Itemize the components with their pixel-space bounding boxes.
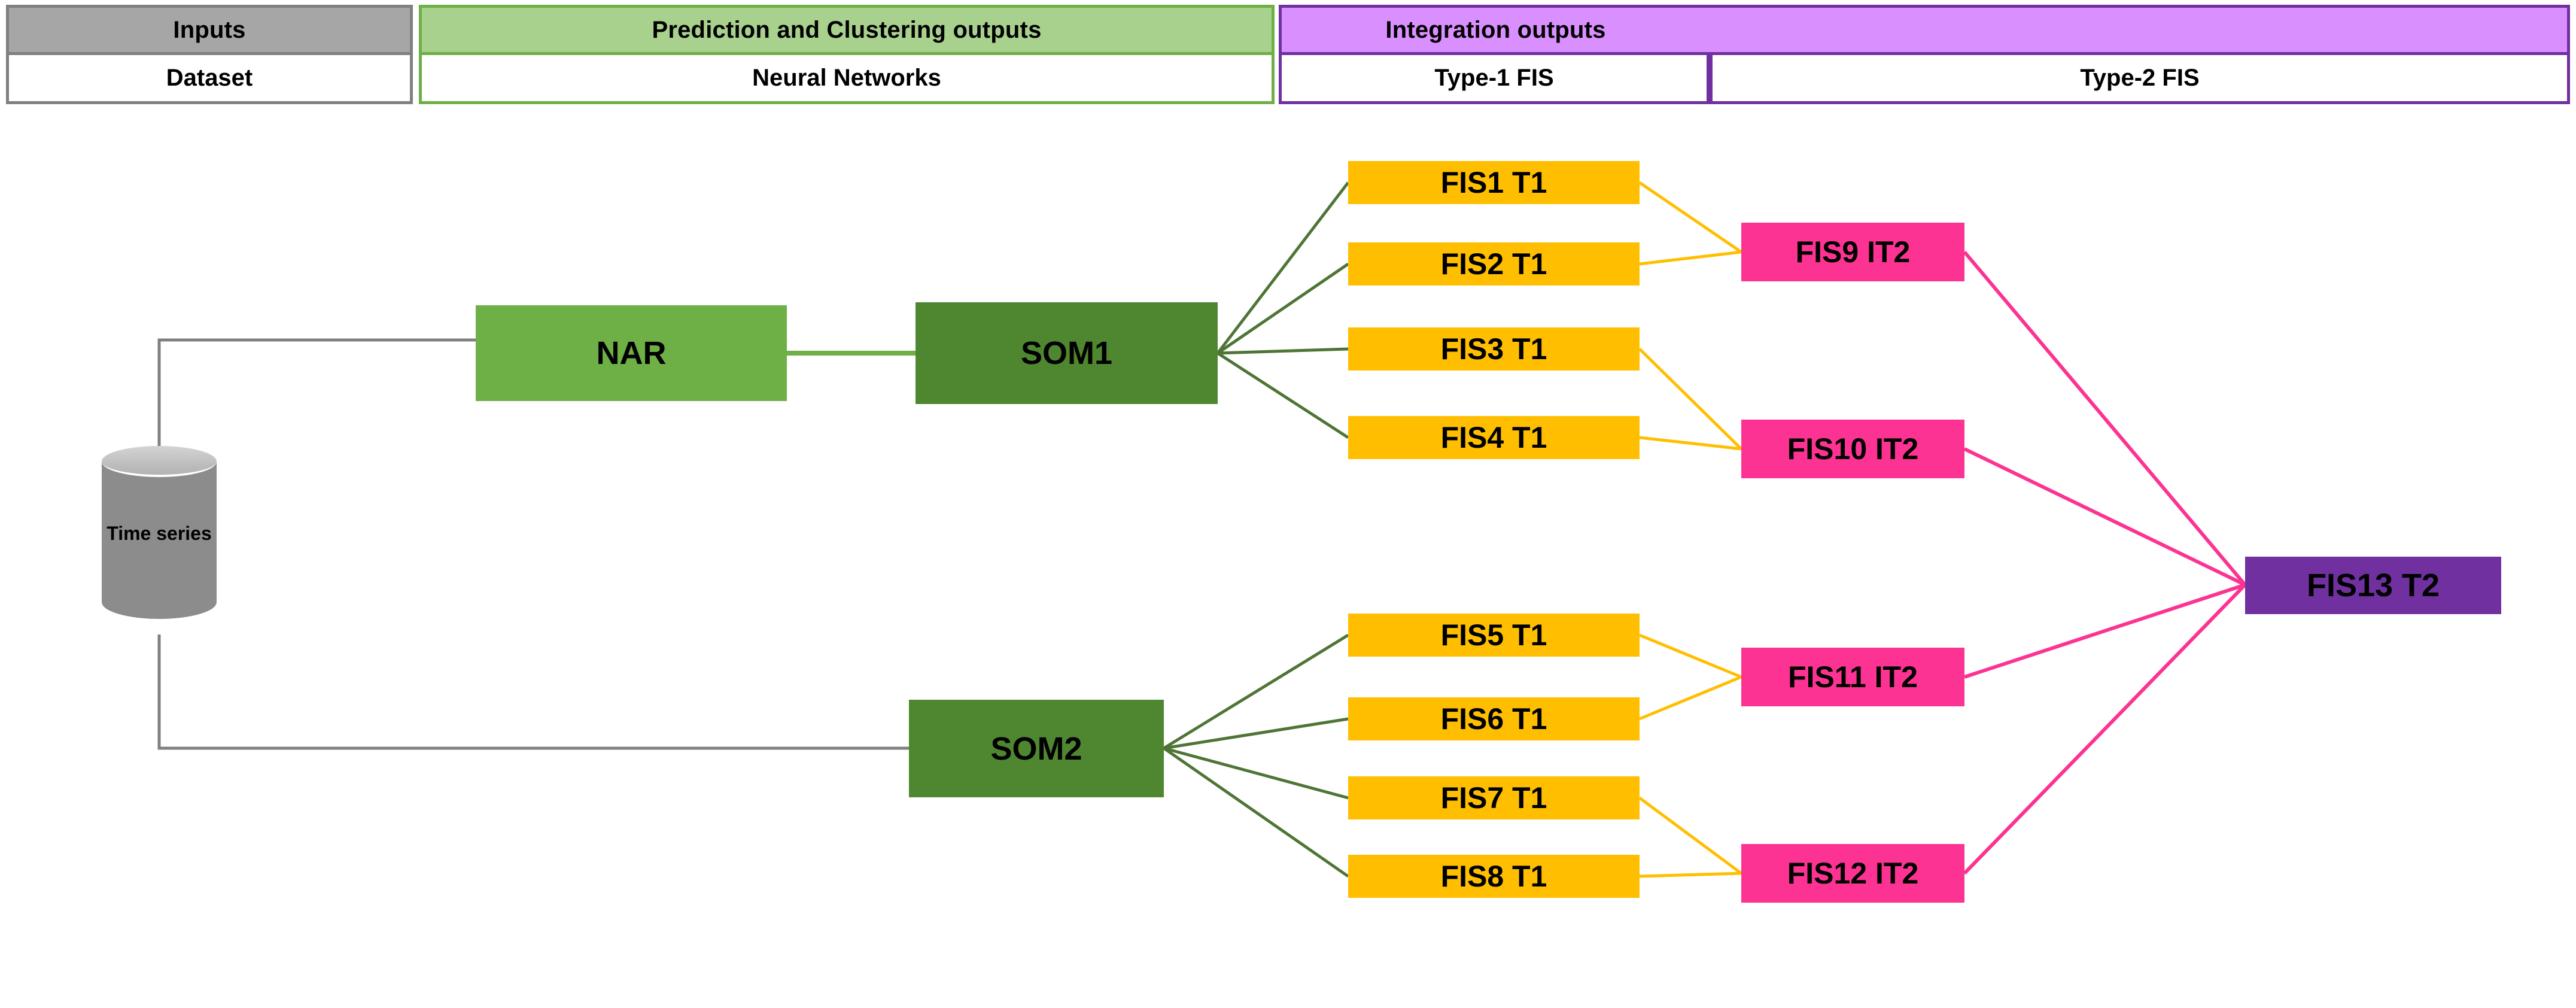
- node-fis10-it2-label: FIS10 IT2: [1787, 432, 1919, 466]
- node-fis7-t1-label: FIS7 T1: [1440, 781, 1547, 815]
- wire-dataset-to-nar: [157, 338, 476, 446]
- node-nar-label: NAR: [596, 335, 667, 371]
- node-fis3-t1-label: FIS3 T1: [1440, 332, 1547, 366]
- header-sub-neural-networks: Neural Networks: [419, 55, 1275, 104]
- node-fis7-t1[interactable]: FIS7 T1: [1348, 776, 1640, 819]
- node-fis3-t1[interactable]: FIS3 T1: [1348, 327, 1640, 371]
- node-fis8-t1[interactable]: FIS8 T1: [1348, 855, 1640, 898]
- header-group-inputs: Inputs: [6, 5, 413, 55]
- node-fis2-t1[interactable]: FIS2 T1: [1348, 242, 1640, 286]
- node-fis12-it2[interactable]: FIS12 IT2: [1741, 844, 1964, 903]
- header-column-inputs: Inputs Dataset: [6, 5, 413, 104]
- dataset-label: Time series: [107, 523, 212, 544]
- node-som1[interactable]: SOM1: [916, 302, 1218, 404]
- node-fis11-it2[interactable]: FIS11 IT2: [1741, 648, 1964, 706]
- header-group-integration-outputs-continued: [1710, 5, 2570, 55]
- header-column-neural-networks: Prediction and Clustering outputs Neural…: [419, 5, 1275, 104]
- cylinder-body: [102, 462, 217, 619]
- node-fis13-t2[interactable]: FIS13 T2: [2245, 557, 2501, 614]
- header-sub-dataset: Dataset: [6, 55, 413, 104]
- wire-som1-to-t1: [1216, 181, 1349, 439]
- header-column-type1-fis: Integration outputs Type-1 FIS: [1279, 5, 1710, 104]
- node-fis13-t2-label: FIS13 T2: [2306, 567, 2440, 603]
- node-fis8-t1-label: FIS8 T1: [1440, 860, 1547, 893]
- node-fis12-it2-label: FIS12 IT2: [1787, 857, 1919, 890]
- node-fis9-it2-label: FIS9 IT2: [1795, 235, 1911, 269]
- node-som1-label: SOM1: [1020, 335, 1113, 371]
- dataset-cylinder: Time series: [102, 446, 217, 634]
- node-fis4-t1-label: FIS4 T1: [1440, 421, 1547, 454]
- node-fis5-t1-label: FIS5 T1: [1440, 618, 1547, 652]
- header-sub-type2-fis: Type-2 FIS: [1710, 55, 2570, 104]
- header-column-type2-fis: Type-2 FIS: [1710, 5, 2570, 104]
- wire-it2-to-t2: [1963, 251, 2247, 875]
- wire-t1-to-it2-lower: [1638, 633, 1742, 878]
- node-fis10-it2[interactable]: FIS10 IT2: [1741, 420, 1964, 478]
- header-group-integration-outputs: Integration outputs: [1279, 5, 1710, 55]
- node-fis4-t1[interactable]: FIS4 T1: [1348, 416, 1640, 459]
- node-fis6-t1-label: FIS6 T1: [1440, 702, 1547, 736]
- node-fis9-it2[interactable]: FIS9 IT2: [1741, 223, 1964, 281]
- node-fis11-it2-label: FIS11 IT2: [1788, 660, 1918, 694]
- wire-t1-to-it2-upper: [1638, 181, 1742, 451]
- node-fis1-t1-label: FIS1 T1: [1440, 166, 1547, 199]
- wire-dataset-bus: [157, 338, 909, 750]
- node-nar[interactable]: NAR: [476, 305, 787, 401]
- header-sub-type1-fis: Type-1 FIS: [1279, 55, 1710, 104]
- node-fis6-t1[interactable]: FIS6 T1: [1348, 697, 1640, 740]
- wire-dataset-to-som2: [157, 634, 909, 750]
- node-som2[interactable]: SOM2: [909, 700, 1164, 797]
- wire-som2-to-t1: [1163, 633, 1349, 878]
- node-fis1-t1[interactable]: FIS1 T1: [1348, 161, 1640, 204]
- cylinder-top-ellipse: [102, 446, 217, 477]
- node-som2-label: SOM2: [990, 730, 1082, 767]
- node-fis5-t1[interactable]: FIS5 T1: [1348, 614, 1640, 657]
- header-group-prediction-clustering: Prediction and Clustering outputs: [419, 5, 1275, 55]
- node-fis2-t1-label: FIS2 T1: [1440, 247, 1547, 281]
